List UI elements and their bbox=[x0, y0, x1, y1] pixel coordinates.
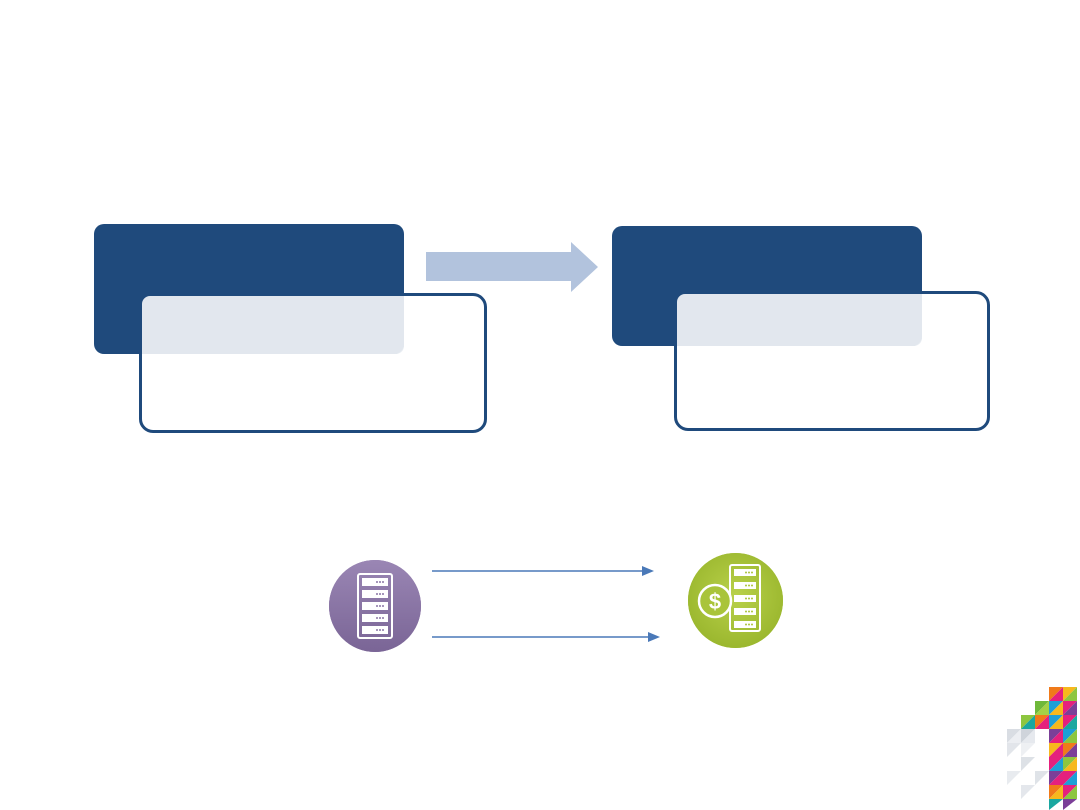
thin-arrow-top bbox=[432, 566, 654, 576]
slide-title bbox=[60, 60, 1020, 120]
transition-arrow bbox=[426, 242, 598, 292]
server-dollar-icon: $ bbox=[688, 553, 783, 648]
logo-icon bbox=[1007, 687, 1077, 810]
right-overlap-panel bbox=[677, 294, 922, 346]
left-overlap-panel bbox=[142, 296, 404, 354]
svg-text:$: $ bbox=[709, 589, 721, 614]
thin-arrow-bottom bbox=[432, 632, 660, 642]
server-icon bbox=[329, 560, 421, 652]
